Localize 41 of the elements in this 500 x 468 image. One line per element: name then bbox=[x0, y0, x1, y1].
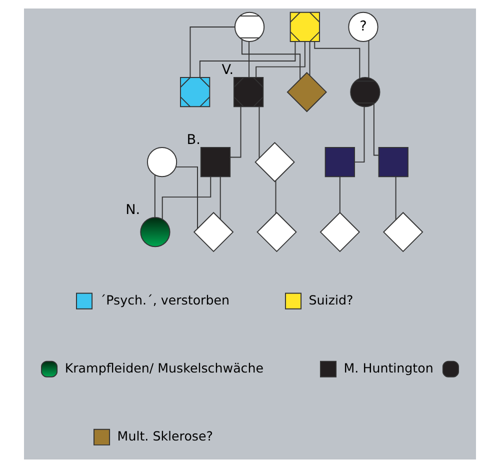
node-label: B. bbox=[186, 132, 200, 148]
connector bbox=[309, 41, 310, 76]
connector bbox=[154, 174, 156, 218]
legend-label: Suizid? bbox=[308, 292, 354, 308]
connector bbox=[354, 106, 365, 163]
connector bbox=[339, 176, 340, 213]
node-diamond bbox=[320, 212, 360, 252]
node-diamond bbox=[286, 72, 327, 112]
node-diamond bbox=[193, 212, 234, 252]
connector bbox=[220, 176, 221, 220]
connector bbox=[256, 41, 306, 78]
node-label: V. bbox=[222, 62, 234, 78]
node-box bbox=[324, 147, 355, 178]
connector bbox=[314, 41, 360, 79]
node-box bbox=[200, 147, 231, 178]
legend-label: Mult. Sklerose? bbox=[117, 428, 213, 444]
node-diamond bbox=[254, 142, 295, 182]
connector bbox=[395, 176, 396, 220]
legend-label: M. Huntington bbox=[344, 360, 434, 376]
connector bbox=[373, 103, 379, 156]
connector bbox=[176, 166, 198, 230]
node-circle bbox=[234, 12, 265, 42]
connector bbox=[230, 106, 242, 158]
node-box bbox=[378, 147, 408, 178]
connector bbox=[275, 180, 276, 214]
node-circle bbox=[350, 77, 380, 108]
node-label: N. bbox=[126, 202, 140, 218]
connector bbox=[248, 41, 250, 78]
node-diamond bbox=[382, 212, 424, 252]
connector bbox=[199, 41, 296, 78]
connector bbox=[242, 39, 301, 80]
connector bbox=[368, 40, 370, 78]
node-circle bbox=[146, 147, 178, 178]
legend-label: ´Psych.´, verstorben bbox=[100, 292, 230, 308]
connector bbox=[258, 106, 260, 158]
connector bbox=[162, 176, 212, 220]
node-circle: ? bbox=[348, 12, 378, 42]
connector bbox=[190, 26, 236, 78]
node-diamond bbox=[256, 212, 297, 252]
node-circle bbox=[140, 216, 170, 248]
legend-label: Krampfleiden/ Muskelschwäche bbox=[64, 360, 264, 376]
